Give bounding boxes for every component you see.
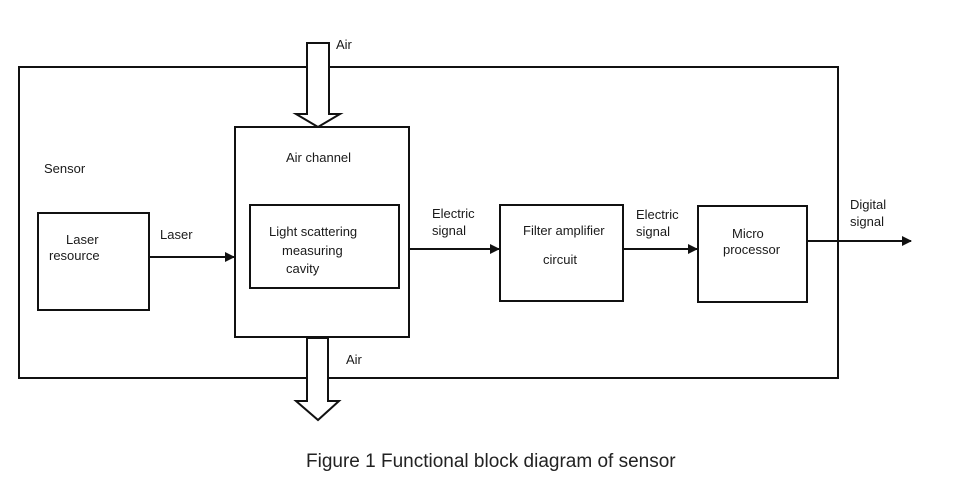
cavity-line1: Light scattering [269, 224, 358, 239]
figure-caption: Figure 1 Functional block diagram of sen… [306, 451, 676, 472]
air-channel-box [234, 126, 410, 338]
laser-resource-line1: Laser [66, 232, 99, 247]
laser-resource-box [37, 212, 150, 311]
filter-line2: circuit [543, 252, 577, 267]
digital-signal-line1: Digital [850, 197, 887, 212]
cavity-line3: cavity [286, 261, 320, 276]
sensor-container [18, 66, 839, 379]
air-out-arrow [293, 337, 342, 422]
electric-signal-2-line1: Electric [636, 207, 679, 222]
microprocessor-box [697, 205, 808, 303]
filter-amplifier-box [499, 204, 624, 302]
digital-signal-line2: signal [850, 214, 884, 229]
electric-signal-2-line2: signal [636, 224, 670, 239]
air-channel-label: Air channel [286, 150, 352, 165]
laser-resource-line2: resource [49, 248, 100, 263]
air-out-label: Air [346, 352, 362, 367]
laser-label: Laser [160, 227, 193, 242]
sensor-label: Sensor [44, 161, 86, 176]
cavity-box [249, 204, 400, 289]
air-in-label: Air [336, 37, 352, 52]
micro-line2: processor [723, 242, 781, 257]
cavity-line2: measuring [282, 243, 343, 258]
air-in-arrow [292, 42, 344, 129]
electric-signal-1-line1: Electric [432, 206, 475, 221]
micro-line1: Micro [732, 226, 764, 241]
filter-line1: Filter amplifier [523, 223, 605, 238]
electric-signal-1-line2: signal [432, 223, 466, 238]
